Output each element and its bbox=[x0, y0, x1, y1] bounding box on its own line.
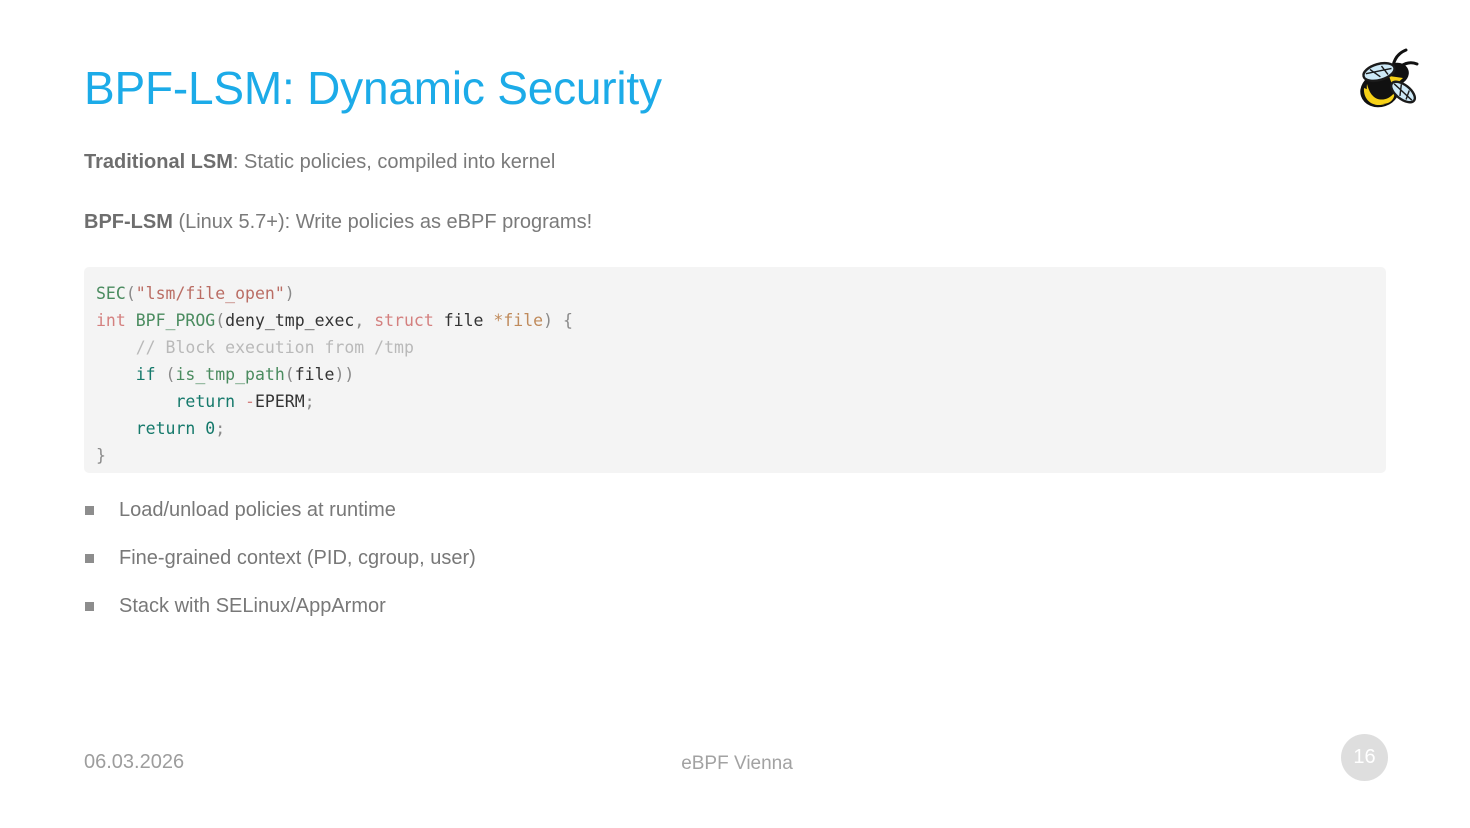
code-token: } bbox=[96, 446, 106, 465]
bullet-square-icon bbox=[85, 602, 94, 611]
bullet-square-icon bbox=[85, 506, 94, 515]
list-item: Load/unload policies at runtime bbox=[84, 492, 884, 540]
code-token: return bbox=[135, 419, 196, 438]
bullet-square-icon bbox=[85, 554, 94, 563]
list-item-label: Fine-grained context (PID, cgroup, user) bbox=[119, 547, 476, 569]
code-token bbox=[96, 419, 136, 438]
code-token: *file bbox=[493, 311, 544, 330]
code-token: ( bbox=[284, 365, 295, 384]
page-number-badge: 16 bbox=[1341, 734, 1388, 781]
code-token: ; bbox=[215, 419, 226, 438]
code-token: )) bbox=[334, 365, 355, 384]
code-token: SEC bbox=[96, 284, 126, 303]
footer-event-label: eBPF Vienna bbox=[681, 753, 793, 774]
code-token: { bbox=[553, 311, 573, 330]
paragraph-rest: : Static policies, compiled into kernel bbox=[232, 151, 556, 173]
code-token: return bbox=[175, 392, 236, 411]
paragraph-bpf-lsm: BPF-LSM (Linux 5.7+): Write policies as … bbox=[84, 208, 592, 236]
code-token: if bbox=[135, 365, 156, 384]
footer-event: eBPF Vienna bbox=[0, 750, 1470, 778]
paragraph-lead: BPF-LSM bbox=[84, 211, 173, 233]
code-content: SEC("lsm/file_open") int BPF_PROG(deny_t… bbox=[96, 280, 1370, 469]
code-token bbox=[126, 311, 136, 330]
footer-date: 06.03.2026 bbox=[84, 751, 185, 773]
code-token: is_tmp_path bbox=[175, 365, 285, 384]
list-item-label: Stack with SELinux/AppArmor bbox=[119, 595, 386, 617]
code-token: ) bbox=[284, 284, 295, 303]
paragraph-rest: (Linux 5.7+): Write policies as eBPF pro… bbox=[172, 211, 593, 233]
code-token: - bbox=[245, 392, 255, 411]
paragraph-lead: Traditional LSM bbox=[84, 151, 233, 173]
code-token bbox=[96, 365, 136, 384]
code-token: ) bbox=[543, 311, 554, 330]
code-token: ( bbox=[215, 311, 226, 330]
code-token: file bbox=[433, 311, 494, 330]
list-item-label: Load/unload policies at runtime bbox=[119, 499, 396, 521]
code-token: struct bbox=[374, 311, 434, 330]
code-token: EPERM bbox=[254, 392, 305, 411]
code-token: file bbox=[294, 365, 335, 384]
page-title: BPF-LSM: Dynamic Security bbox=[84, 62, 662, 114]
list-item: Fine-grained context (PID, cgroup, user) bbox=[84, 540, 884, 588]
code-token: ( bbox=[125, 284, 136, 303]
code-token: "lsm/file_open" bbox=[135, 284, 285, 303]
code-token: BPF_PROG bbox=[135, 311, 216, 330]
code-token: int bbox=[96, 311, 126, 330]
code-token: , bbox=[354, 311, 375, 330]
code-token bbox=[96, 392, 175, 411]
code-token: deny_tmp_exec bbox=[225, 311, 355, 330]
code-block: SEC("lsm/file_open") int BPF_PROG(deny_t… bbox=[84, 267, 1386, 473]
code-token bbox=[195, 419, 205, 438]
list-item: Stack with SELinux/AppArmor bbox=[84, 588, 884, 636]
code-token: // Block execution from /tmp bbox=[96, 338, 414, 357]
code-token: ; bbox=[304, 392, 315, 411]
bee-icon bbox=[1349, 46, 1423, 114]
paragraph-traditional-lsm: Traditional LSM: Static policies, compil… bbox=[84, 148, 555, 176]
code-token: 0 bbox=[205, 419, 216, 438]
code-token bbox=[235, 392, 245, 411]
code-token: ( bbox=[155, 365, 176, 384]
